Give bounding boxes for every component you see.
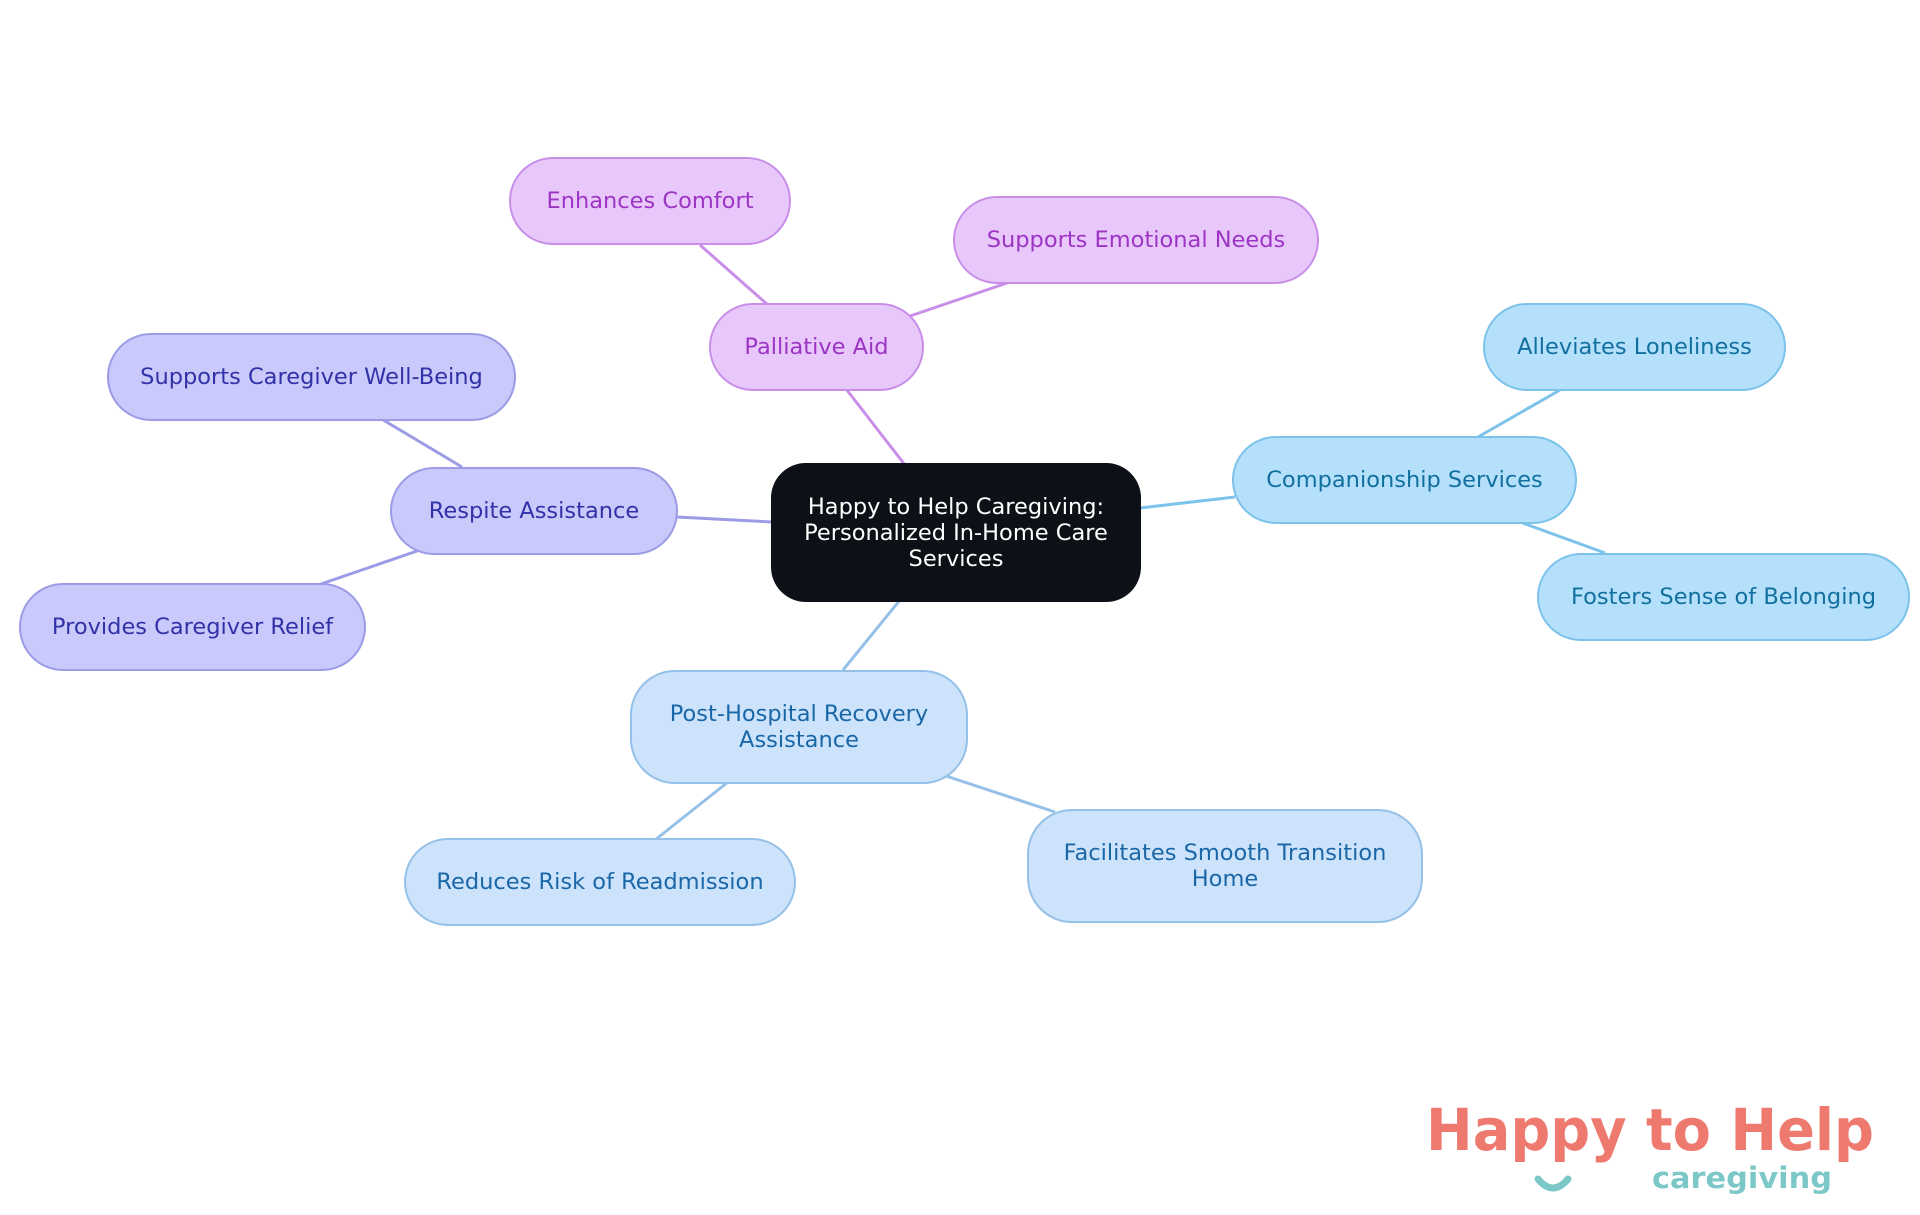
edge-center-recovery — [841, 599, 902, 671]
smile-icon — [1534, 1175, 1572, 1192]
post-hospital-recovery-label: Post-Hospital Recovery Assistance — [669, 701, 929, 753]
edge-respite-wellbeing — [379, 416, 463, 469]
companionship-services-label: Companionship Services — [1266, 467, 1543, 493]
central-topic-node[interactable]: Happy to Help Caregiving: Personalized I… — [771, 463, 1141, 602]
reduces-risk-of-readmission-label: Reduces Risk of Readmission — [436, 869, 764, 895]
edge-palliative-emotional — [909, 280, 1011, 318]
node-companionship-services[interactable]: Companionship Services — [1232, 436, 1577, 524]
node-reduces-risk-of-readmission[interactable]: Reduces Risk of Readmission — [404, 838, 796, 926]
node-supports-emotional-needs[interactable]: Supports Emotional Needs — [953, 196, 1319, 284]
central-topic-label: Happy to Help Caregiving: Personalized I… — [804, 493, 1108, 572]
node-provides-caregiver-relief[interactable]: Provides Caregiver Relief — [19, 583, 366, 671]
facilitates-smooth-transition-label: Facilitates Smooth Transition Home — [1063, 840, 1387, 892]
edge-palliative-comfort — [699, 243, 769, 307]
supports-caregiver-well-being-label: Supports Caregiver Well-Being — [140, 364, 483, 390]
edge-center-palliative — [841, 384, 907, 466]
palliative-aid-label: Palliative Aid — [744, 334, 889, 360]
node-palliative-aid[interactable]: Palliative Aid — [709, 303, 924, 391]
happy-to-help-logo: Happy to Help caregiving — [1426, 1105, 1874, 1195]
edge-center-respite — [676, 515, 773, 524]
edge-center-companionship — [1139, 495, 1236, 510]
node-fosters-sense-of-belonging[interactable]: Fosters Sense of Belonging — [1537, 553, 1910, 641]
edge-recovery-transition — [945, 774, 1056, 814]
enhances-comfort-label: Enhances Comfort — [546, 188, 754, 214]
node-enhances-comfort[interactable]: Enhances Comfort — [509, 157, 791, 245]
alleviates-loneliness-label: Alleviates Loneliness — [1517, 334, 1752, 360]
edge-companionship-belonging — [1519, 520, 1606, 555]
fosters-sense-of-belonging-label: Fosters Sense of Belonging — [1571, 584, 1876, 610]
node-supports-caregiver-well-being[interactable]: Supports Caregiver Well-Being — [107, 333, 516, 421]
logo-brand-text: Happy to Help — [1426, 1105, 1874, 1164]
provides-caregiver-relief-label: Provides Caregiver Relief — [51, 614, 334, 640]
node-respite-assistance[interactable]: Respite Assistance — [390, 467, 678, 555]
supports-emotional-needs-label: Supports Emotional Needs — [986, 227, 1286, 253]
node-facilitates-smooth-transition[interactable]: Facilitates Smooth Transition Home — [1027, 809, 1423, 923]
logo-tagline-text: caregiving — [1652, 1161, 1832, 1195]
edge-respite-relief — [317, 548, 421, 587]
node-alleviates-loneliness[interactable]: Alleviates Loneliness — [1483, 303, 1786, 391]
edge-companionship-loneliness — [1477, 388, 1561, 439]
edge-recovery-readmission — [654, 780, 729, 842]
node-post-hospital-recovery[interactable]: Post-Hospital Recovery Assistance — [630, 670, 968, 784]
respite-assistance-label: Respite Assistance — [428, 498, 640, 524]
